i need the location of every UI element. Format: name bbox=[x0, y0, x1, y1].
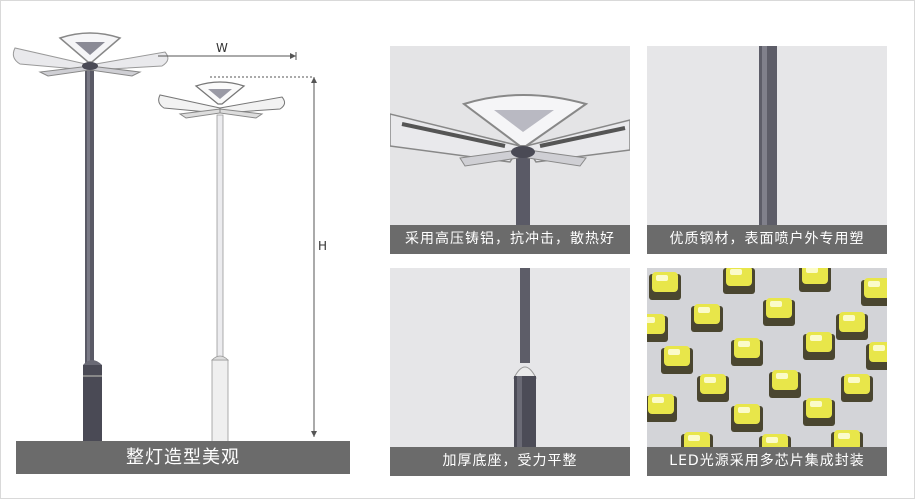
tile-led: LED光源采用多芯片集成封装 bbox=[647, 268, 887, 476]
led-chip bbox=[649, 272, 681, 300]
main-caption: 整灯造型美观 bbox=[16, 441, 350, 474]
led-chip bbox=[841, 374, 873, 402]
tile-caption: 采用高压铸铝，抗冲击，散热好 bbox=[390, 225, 630, 254]
lamp-drawings bbox=[12, 32, 317, 443]
led-chip bbox=[647, 394, 677, 422]
lamp-head-closeup bbox=[390, 46, 630, 254]
led-chips-closeup bbox=[647, 268, 887, 476]
led-chip bbox=[836, 312, 868, 340]
led-chip bbox=[697, 374, 729, 402]
tile-lamp-head: 采用高压铸铝，抗冲击，散热好 bbox=[390, 46, 630, 254]
tile-caption: LED光源采用多芯片集成封装 bbox=[647, 447, 887, 476]
led-chip bbox=[769, 370, 801, 398]
base-closeup bbox=[390, 268, 630, 476]
led-chip bbox=[799, 268, 831, 292]
led-chip bbox=[763, 298, 795, 326]
led-chip bbox=[661, 346, 693, 374]
tile-caption: 优质钢材，表面喷户外专用塑 bbox=[647, 225, 887, 254]
tile-base: 加厚底座，受力平整 bbox=[390, 268, 630, 476]
led-chip bbox=[723, 268, 755, 294]
led-chip bbox=[861, 278, 887, 306]
tile-pole: 优质钢材，表面喷户外专用塑 bbox=[647, 46, 887, 254]
tile-caption: 加厚底座，受力平整 bbox=[390, 447, 630, 476]
height-label: H bbox=[318, 239, 328, 253]
pole-closeup bbox=[647, 46, 887, 254]
led-chip bbox=[803, 332, 835, 360]
width-label: W bbox=[216, 41, 228, 55]
dark-lamp bbox=[12, 32, 169, 441]
led-chip bbox=[647, 314, 668, 342]
led-chip bbox=[866, 342, 887, 370]
led-chip bbox=[691, 304, 723, 332]
light-lamp bbox=[158, 81, 286, 443]
led-chip bbox=[731, 338, 763, 366]
led-chip bbox=[731, 404, 763, 432]
led-chip bbox=[803, 398, 835, 426]
